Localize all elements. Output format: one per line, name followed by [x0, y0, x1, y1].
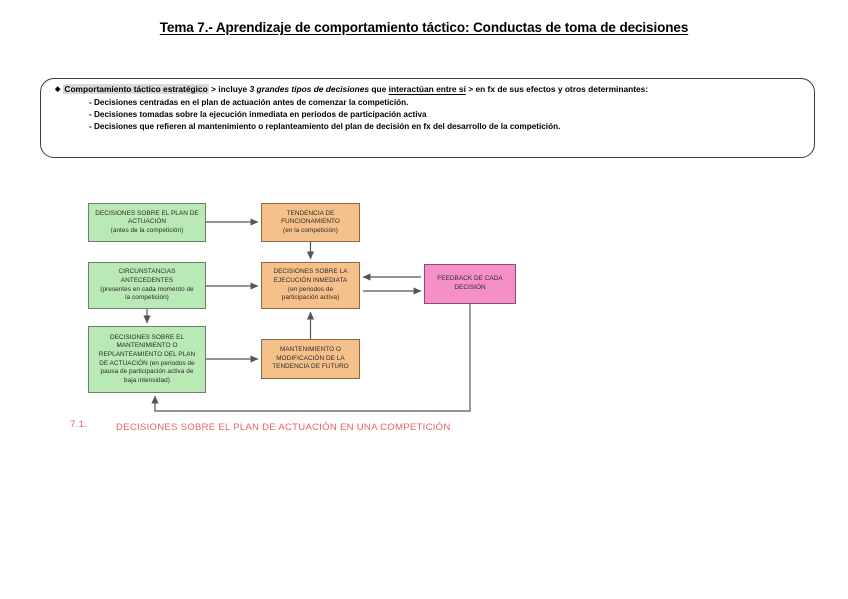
note-sub-item: - Decisiones que refieren al mantenimien… [89, 122, 561, 131]
page-title-text: Tema 7.- Aprendizaje de comportamiento t… [159, 20, 689, 35]
node-label-line: pausa de participación activa de [100, 368, 194, 376]
section-heading: 7.1. DECISIONES SOBRE EL PLAN DE ACTUACIÓ… [60, 419, 451, 433]
note-lead-highlight: Comportamiento táctico estratégico [63, 84, 209, 94]
note-sub-item: - Decisiones centradas en el plan de act… [89, 98, 409, 107]
node-label-line: MANTENIMIENTO O [279, 346, 341, 354]
node-label-line: participación activa) [281, 294, 340, 302]
node-label-line: CIRCUNSTANCIAS [118, 268, 176, 276]
node-label-line: TENDENCIA DE FUTURO [272, 363, 349, 371]
node-label-line: (presentes en cada momento de [100, 285, 194, 293]
note-lead-italic: 3 grandes tipos de decisiones [249, 84, 370, 94]
node-label-line: la competición) [125, 294, 169, 302]
node-label-line: (en la competición) [283, 226, 338, 234]
node-label-line: DE ACTUACIÓN (en periodos de [99, 359, 195, 367]
note-lead-underline: interactúan entre sí [388, 84, 466, 94]
node-label-line: ANTECEDENTES [120, 276, 174, 284]
node-label-line: DECISIONES SOBRE LA [273, 268, 348, 276]
node-label-line: FUNCIONAMIENTO [281, 218, 340, 226]
diamond-bullet-icon: ◆ [55, 85, 61, 93]
section-heading-label: DECISIONES SOBRE EL PLAN DE ACTUACIÓN EN… [116, 422, 451, 433]
note-sub-item: - Decisiones tomadas sobre la ejecución … [89, 110, 427, 119]
node-label-line: FEEDBACK DE CADA [437, 275, 503, 283]
node-label-line: DECISIONES SOBRE EL [109, 333, 185, 341]
node-label-line: (antes de la competición) [110, 226, 184, 234]
node-label-line: REPLANTEAMIENTO DEL PLAN [98, 350, 196, 358]
node-label-line: TENDENCIA DE [286, 209, 335, 217]
node-label-line: baja intensidad) [124, 376, 170, 384]
node-label-line: (en periodos de [287, 285, 334, 293]
node-label-line: DECISIONES SOBRE EL PLAN DE [95, 209, 199, 217]
node-label-line: MODIFICACIÓN DE LA [276, 354, 345, 362]
node-label-line: MANTENIMIENTO O [116, 342, 178, 350]
section-heading-number: 7.1. [70, 419, 88, 430]
page-title: Tema 7.- Aprendizaje de comportamiento t… [0, 20, 848, 35]
node-label-line: DECISIÓN [454, 284, 486, 291]
note-lead-part1: > incluye [208, 84, 250, 94]
note-lead-part3: > en fx de sus efectos y otros determina… [465, 84, 649, 94]
summary-note-box: ◆Comportamiento táctico estratégico > in… [40, 78, 815, 158]
node-label-line: EJECUCIÓN INMEDIATA [273, 276, 348, 284]
note-lead-line: ◆Comportamiento táctico estratégico > in… [55, 83, 648, 96]
node-label-line: ACTUACIÓN [127, 218, 167, 226]
note-lead-part2: que [369, 84, 389, 94]
